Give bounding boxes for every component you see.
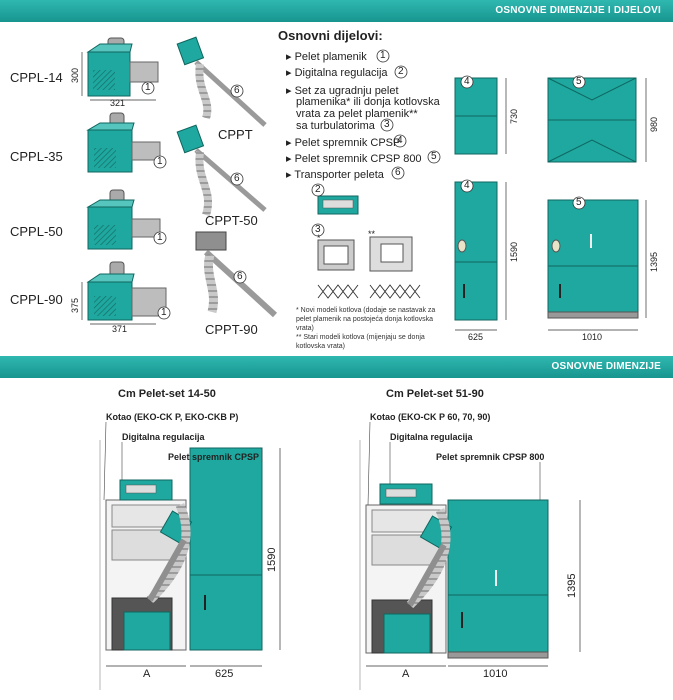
burner-cppl-14 bbox=[86, 37, 159, 97]
callout-tank-5-top: 5 bbox=[576, 76, 582, 87]
tank-cpsp800-top-view bbox=[547, 77, 637, 163]
callout-tank-5-front: 5 bbox=[576, 197, 582, 208]
part-3-line2: plamenika* ili donja kotlovska bbox=[296, 96, 440, 108]
callout-part-4: 4 bbox=[397, 135, 403, 146]
set2-width: 1010 bbox=[483, 668, 508, 680]
burner-label-cppl-14: CPPL-14 bbox=[10, 70, 63, 85]
note-line-1: * Novi modeli kotlova (dodaje se nastava… bbox=[296, 307, 436, 314]
section-header-bottom: OSNOVNE DIMENZIJE bbox=[0, 356, 673, 378]
part-2: ▸ Digitalna regulacija bbox=[286, 67, 388, 79]
set1-boiler-label: Kotao (EKO-CK P, EKO-CKB P) bbox=[106, 412, 239, 422]
tank-cpsp800-front-view bbox=[547, 199, 639, 319]
callout-1-cppl-35: 1 bbox=[157, 156, 163, 167]
conveyor-label-cppt-50: CPPT-50 bbox=[205, 213, 258, 228]
part-3-line3: vrata za pelet plamenik** bbox=[296, 108, 418, 120]
part-1: ▸ Pelet plamenik bbox=[286, 51, 367, 63]
turbulators bbox=[317, 284, 421, 299]
part-3: ▸ Set za ugradnju pelet bbox=[286, 85, 399, 97]
pellet-set-51-90-drawing bbox=[359, 440, 549, 690]
note-line-4: ** Stari modeli kotlova (mijenjaju se do… bbox=[296, 334, 425, 341]
part-2-label: Digitalna regulacija bbox=[294, 67, 388, 79]
part-5-label: Pelet spremnik CPSP 800 bbox=[294, 153, 422, 165]
star-single: * bbox=[317, 233, 321, 243]
note-new-models: * Novi modeli kotlova (dodaje se nastava… bbox=[296, 306, 435, 351]
burner-cppl-50 bbox=[86, 189, 161, 250]
pellet-set-14-50-drawing bbox=[99, 440, 263, 690]
part-4: ▸ Pelet spremnik CPSP bbox=[286, 137, 401, 149]
part-6-label: Transporter peleta bbox=[294, 169, 384, 181]
set2-tank-label: Pelet spremnik CPSP 800 bbox=[436, 452, 545, 462]
dim-cpsp800-width: 1010 bbox=[582, 332, 603, 342]
tank-cpsp-front-view bbox=[454, 181, 498, 321]
callout-6-cppt-50: 6 bbox=[234, 173, 240, 184]
callout-mount-set: 3 bbox=[315, 224, 321, 235]
set1-dim-a: A bbox=[143, 668, 151, 680]
burner-width-90: 371 bbox=[112, 324, 128, 334]
set2-boiler-label: Kotao (EKO-CK P 60, 70, 90) bbox=[370, 412, 491, 422]
part-1-label: Pelet plamenik bbox=[294, 51, 367, 63]
note-line-3: vrata) bbox=[296, 325, 314, 332]
callout-controller: 2 bbox=[315, 184, 321, 195]
callout-circles bbox=[141, 49, 586, 320]
callout-6-cppt-90: 6 bbox=[237, 271, 243, 282]
callout-part-1: 1 bbox=[380, 50, 386, 61]
burner-label-cppl-50: CPPL-50 bbox=[10, 224, 63, 239]
part-3-label: Set za ugradnju pelet bbox=[294, 85, 399, 97]
conveyor-cppt-50 bbox=[176, 124, 267, 217]
set1-regulation-label: Digitalna regulacija bbox=[122, 432, 205, 442]
callout-1-cppl-14: 1 bbox=[145, 82, 151, 93]
part-5: ▸ Pelet spremnik CPSP 800 bbox=[286, 153, 422, 165]
set1-width: 625 bbox=[215, 668, 234, 680]
burner-label-cppl-35: CPPL-35 bbox=[10, 149, 63, 164]
conveyor-label-cppt: CPPT bbox=[218, 127, 253, 142]
callout-part-6: 6 bbox=[395, 167, 401, 178]
callout-part-2: 2 bbox=[398, 66, 404, 77]
parts-title: Osnovni dijelovi: bbox=[278, 28, 383, 43]
burner-width-14: 321 bbox=[110, 98, 126, 108]
burner-cppl-35 bbox=[86, 112, 161, 173]
tank-cpsp-top-view bbox=[454, 77, 498, 155]
burner-label-cppl-90: CPPL-90 bbox=[10, 292, 63, 307]
callout-6-cppt: 6 bbox=[234, 85, 240, 96]
set2-regulation-label: Digitalna regulacija bbox=[390, 432, 473, 442]
part-3-line4: sa turbulatorima bbox=[296, 120, 375, 132]
burner-mount-set bbox=[317, 236, 413, 272]
set2-title: Cm Pelet-set 51-90 bbox=[386, 388, 484, 400]
burner-cppl-90 bbox=[86, 261, 167, 321]
section-header-top: OSNOVNE DIMENZIJE I DIJELOVI bbox=[0, 0, 673, 22]
part-4-label: Pelet spremnik CPSP bbox=[294, 137, 401, 149]
part-6: ▸ Transporter peleta bbox=[286, 169, 384, 181]
star-double: ** bbox=[368, 229, 376, 239]
callout-1-cppl-90: 1 bbox=[161, 307, 167, 318]
callout-part-3: 3 bbox=[384, 119, 390, 130]
set2-dim-a: A bbox=[402, 668, 410, 680]
conveyor-label-cppt-90: CPPT-90 bbox=[205, 322, 258, 337]
conveyor-cppt bbox=[176, 36, 267, 127]
note-line-5: kotlovska vrata) bbox=[296, 343, 346, 350]
callout-tank-4-top: 4 bbox=[464, 76, 470, 87]
callout-part-5: 5 bbox=[431, 151, 437, 162]
callout-1-cppl-50: 1 bbox=[157, 232, 163, 243]
digital-controller bbox=[317, 195, 359, 215]
conveyor-cppt-90 bbox=[195, 231, 278, 318]
set1-tank-label: Pelet spremnik CPSP bbox=[168, 452, 260, 462]
note-line-2: pelet plamenik na postojeća donja kotlov… bbox=[296, 316, 433, 323]
set1-title: Cm Pelet-set 14-50 bbox=[118, 388, 216, 400]
callout-tank-4-front: 4 bbox=[464, 180, 470, 191]
dim-cpsp-width: 625 bbox=[468, 332, 484, 342]
